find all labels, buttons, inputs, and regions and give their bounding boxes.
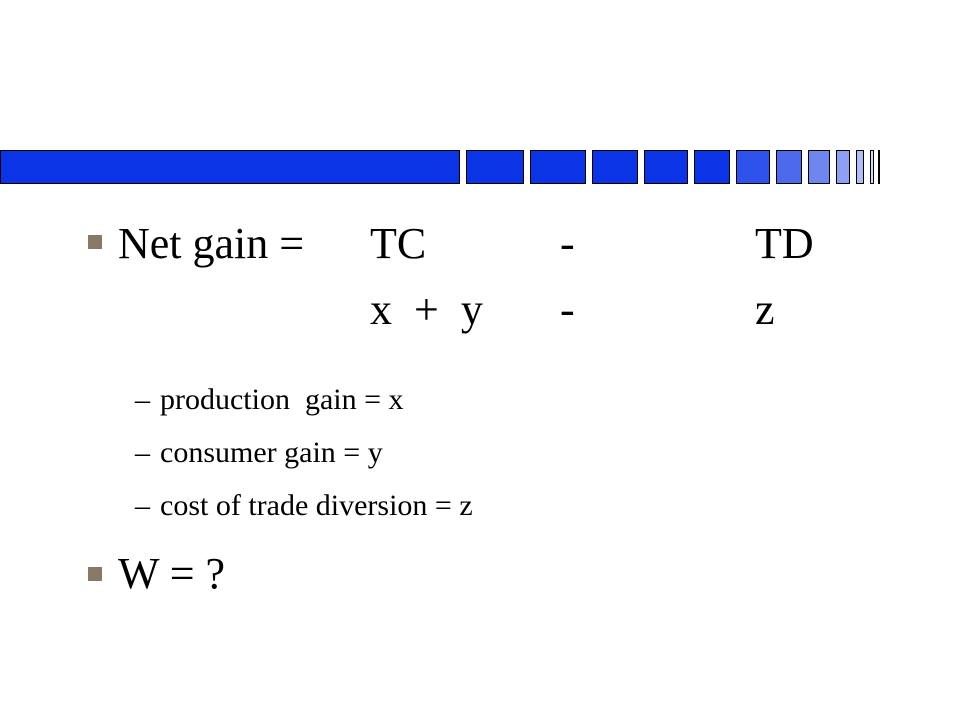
equation-term-xy: x + y bbox=[370, 285, 483, 334]
equation-term-z: z bbox=[755, 285, 775, 334]
bar-block bbox=[530, 150, 586, 184]
bar-block bbox=[836, 150, 850, 184]
subitem-dash: – bbox=[135, 383, 150, 416]
net-gain-label: Net gain = bbox=[118, 219, 305, 268]
equation-minus-2: - bbox=[560, 285, 575, 334]
subitem-production-gain: production gain = x bbox=[160, 383, 404, 416]
bullet-marker bbox=[88, 235, 102, 249]
subitem-trade-diversion-cost: cost of trade diversion = z bbox=[160, 489, 473, 522]
bar-block bbox=[808, 150, 830, 184]
bar-block bbox=[776, 150, 802, 184]
bullet-marker bbox=[88, 567, 102, 581]
subitem-consumer-gain: consumer gain = y bbox=[160, 436, 383, 469]
welfare-question: W = ? bbox=[118, 549, 226, 598]
subitem-dash: – bbox=[135, 489, 150, 522]
bar-block bbox=[878, 150, 880, 184]
bar-block bbox=[856, 150, 864, 184]
bar-block bbox=[870, 150, 874, 184]
subitem-dash: – bbox=[135, 436, 150, 469]
equation-term-td: TD bbox=[755, 219, 814, 268]
bar-block bbox=[0, 150, 460, 184]
bar-block bbox=[466, 150, 524, 184]
bar-block bbox=[694, 150, 730, 184]
bar-block bbox=[736, 150, 770, 184]
equation-minus: - bbox=[560, 219, 575, 268]
title-decoration-bar bbox=[0, 150, 900, 186]
bar-block bbox=[644, 150, 688, 184]
bar-block bbox=[592, 150, 638, 184]
equation-term-tc: TC bbox=[370, 219, 427, 268]
